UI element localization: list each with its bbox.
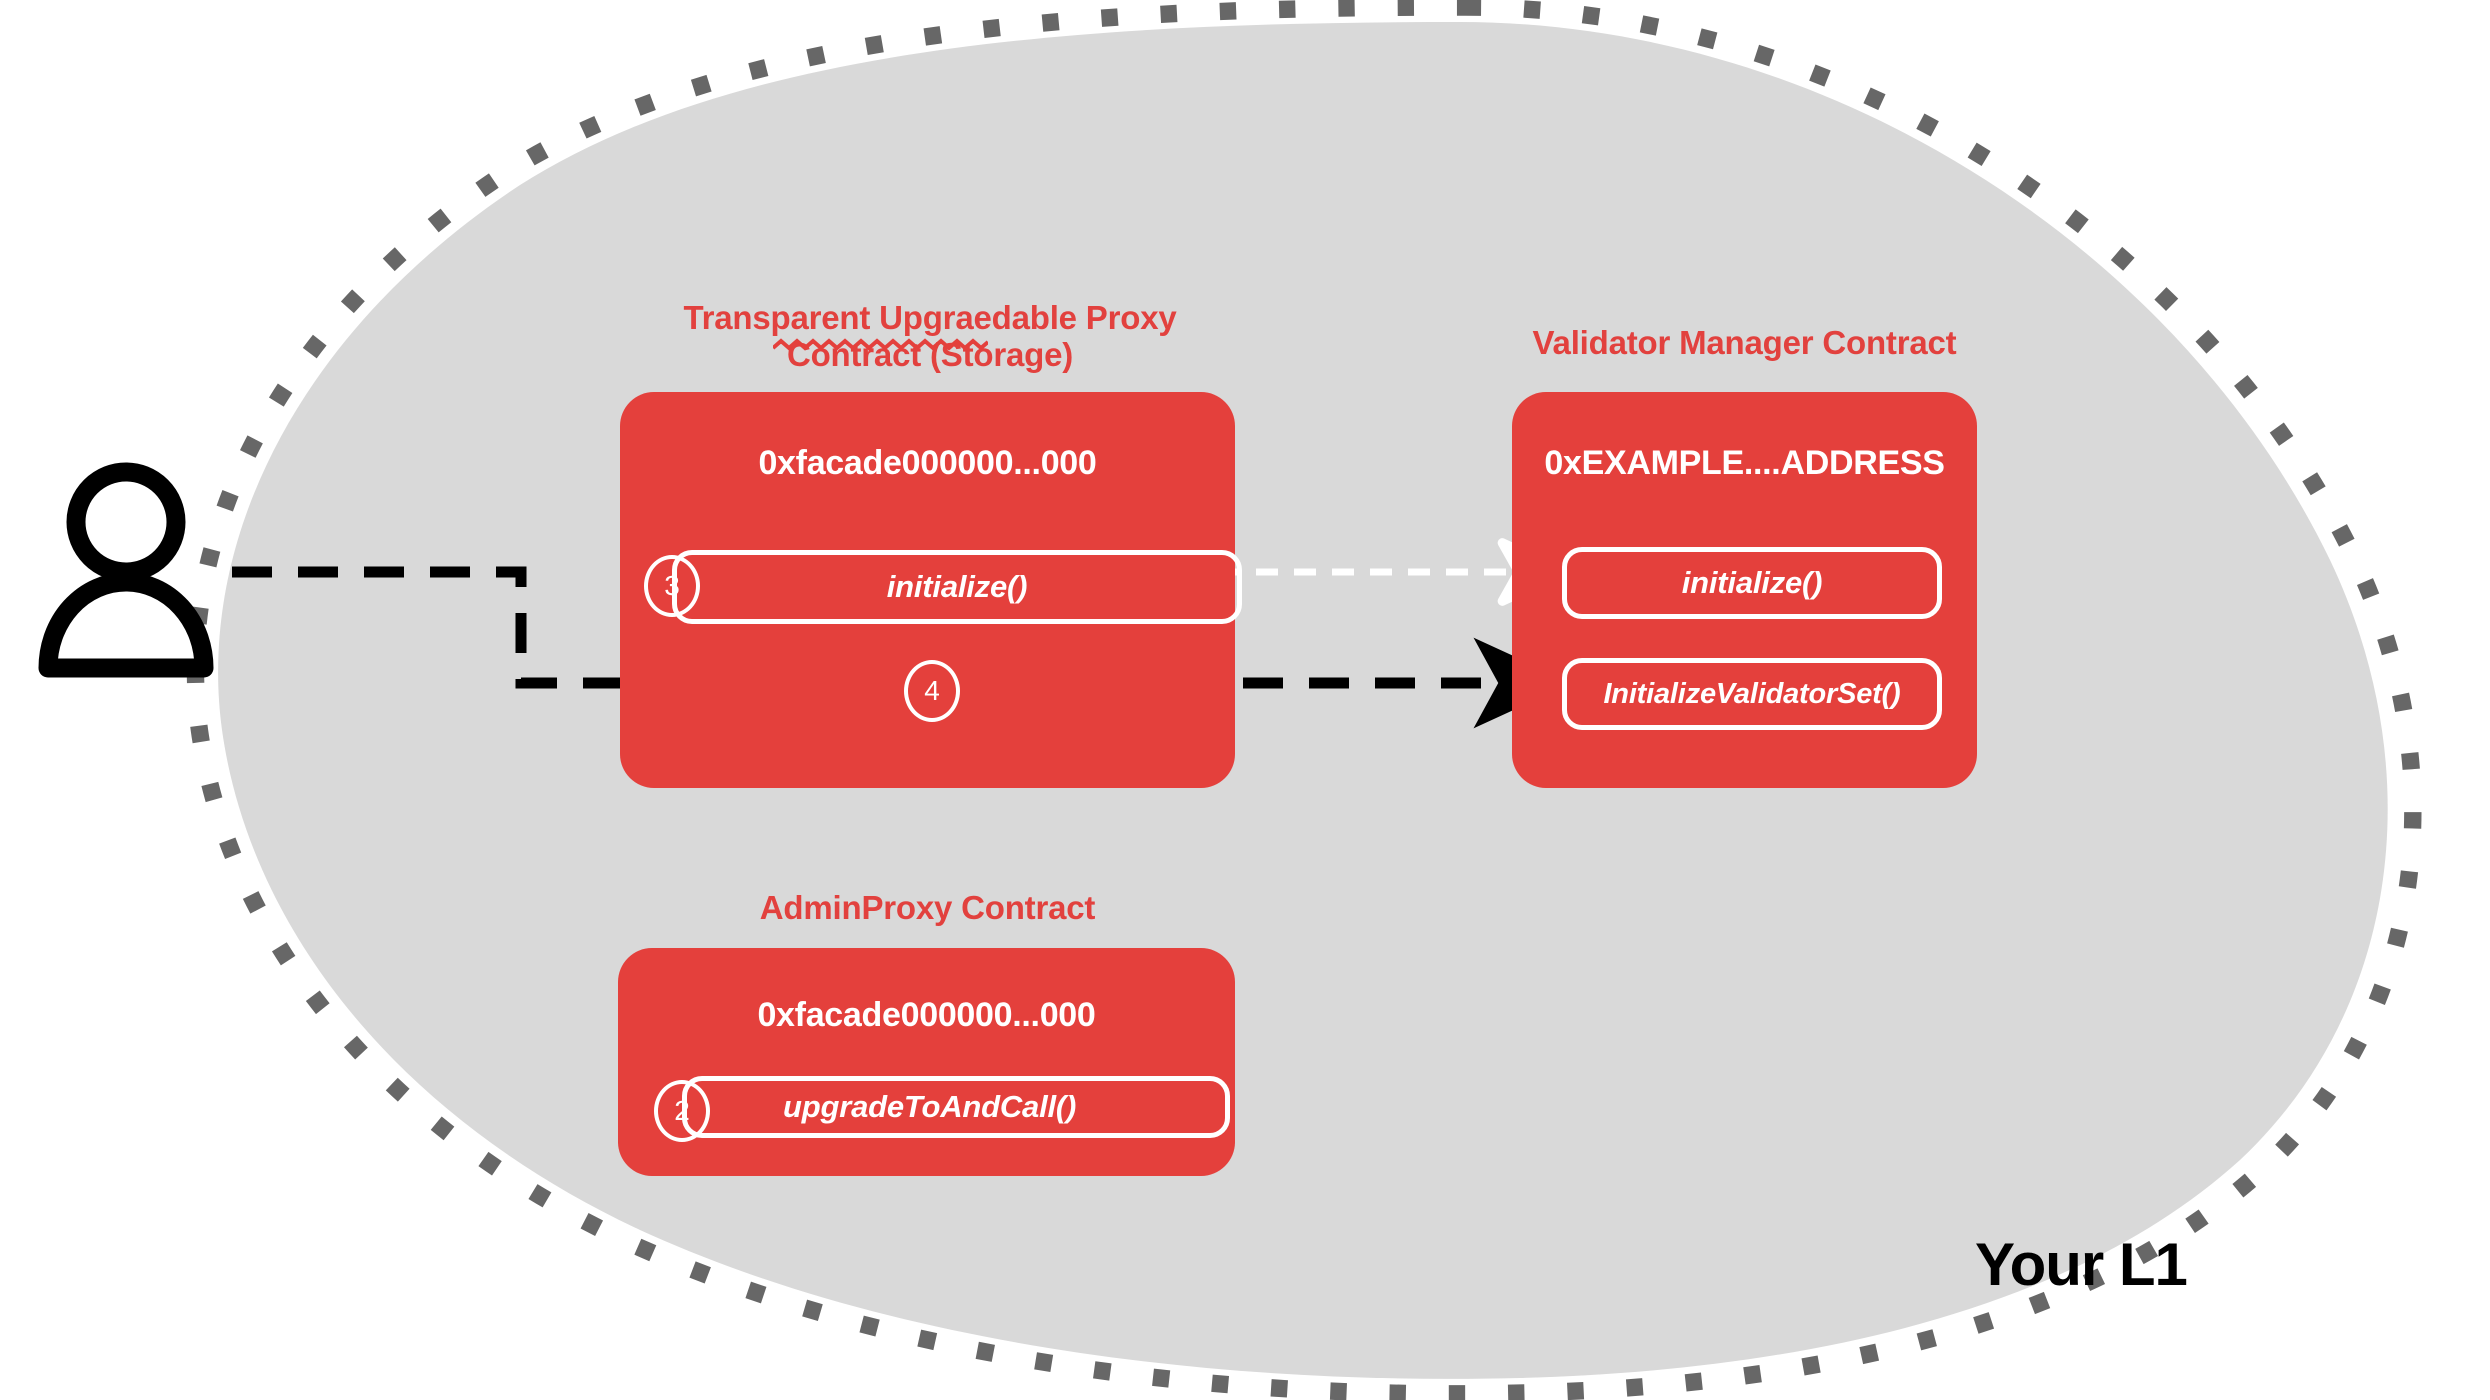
contract-address-transparent-proxy: 0xfacade000000...000 xyxy=(758,444,1097,482)
method-pill-vm-initialize-validator-set[interactable]: InitializeValidatorSet() xyxy=(1562,658,1942,730)
contract-title-admin-proxy: AdminProxy Contract xyxy=(759,889,1096,926)
person-icon xyxy=(38,462,214,678)
method-pill-upgrade-to-and-call[interactable]: upgradeToAndCall() xyxy=(682,1076,1230,1138)
method-pill-vm-initialize[interactable]: initialize() xyxy=(1562,547,1942,619)
wire-user-to-initialize-validator-set xyxy=(232,566,1573,729)
method-label-vm-initialize: initialize() xyxy=(1681,565,1823,600)
contract-title-transparent-proxy: Transparent Upgraedable Proxy Contract (… xyxy=(683,299,1177,373)
step-badge-3: 3 xyxy=(644,555,700,617)
contract-address-validator-manager: 0xEXAMPLE....ADDRESS xyxy=(1544,444,1945,482)
contract-card-admin-proxy[interactable]: 0xfacade000000...000 upgradeToAndCall() … xyxy=(618,948,1235,1176)
contract-card-transparent-proxy[interactable]: 0xfacade000000...000 initialize() 3 4 xyxy=(620,392,1242,788)
region-label-your-l1: Your L1 xyxy=(1975,1231,2188,1298)
step-badge-4: 4 xyxy=(904,660,960,722)
method-label-upgrade-to-and-call: upgradeToAndCall() xyxy=(783,1089,1077,1124)
contract-address-admin-proxy: 0xfacade000000...000 xyxy=(757,996,1096,1034)
contract-card-validator-manager[interactable]: 0xEXAMPLE....ADDRESS initialize() Initia… xyxy=(1512,392,1977,788)
step-badge-2: 2 xyxy=(654,1080,710,1142)
method-pill-proxy-initialize[interactable]: initialize() xyxy=(672,550,1242,624)
contract-title-validator-manager: Validator Manager Contract xyxy=(1532,324,1957,361)
method-label-vm-initialize-validator-set: InitializeValidatorSet() xyxy=(1603,677,1901,710)
method-label-proxy-initialize: initialize() xyxy=(886,569,1028,604)
